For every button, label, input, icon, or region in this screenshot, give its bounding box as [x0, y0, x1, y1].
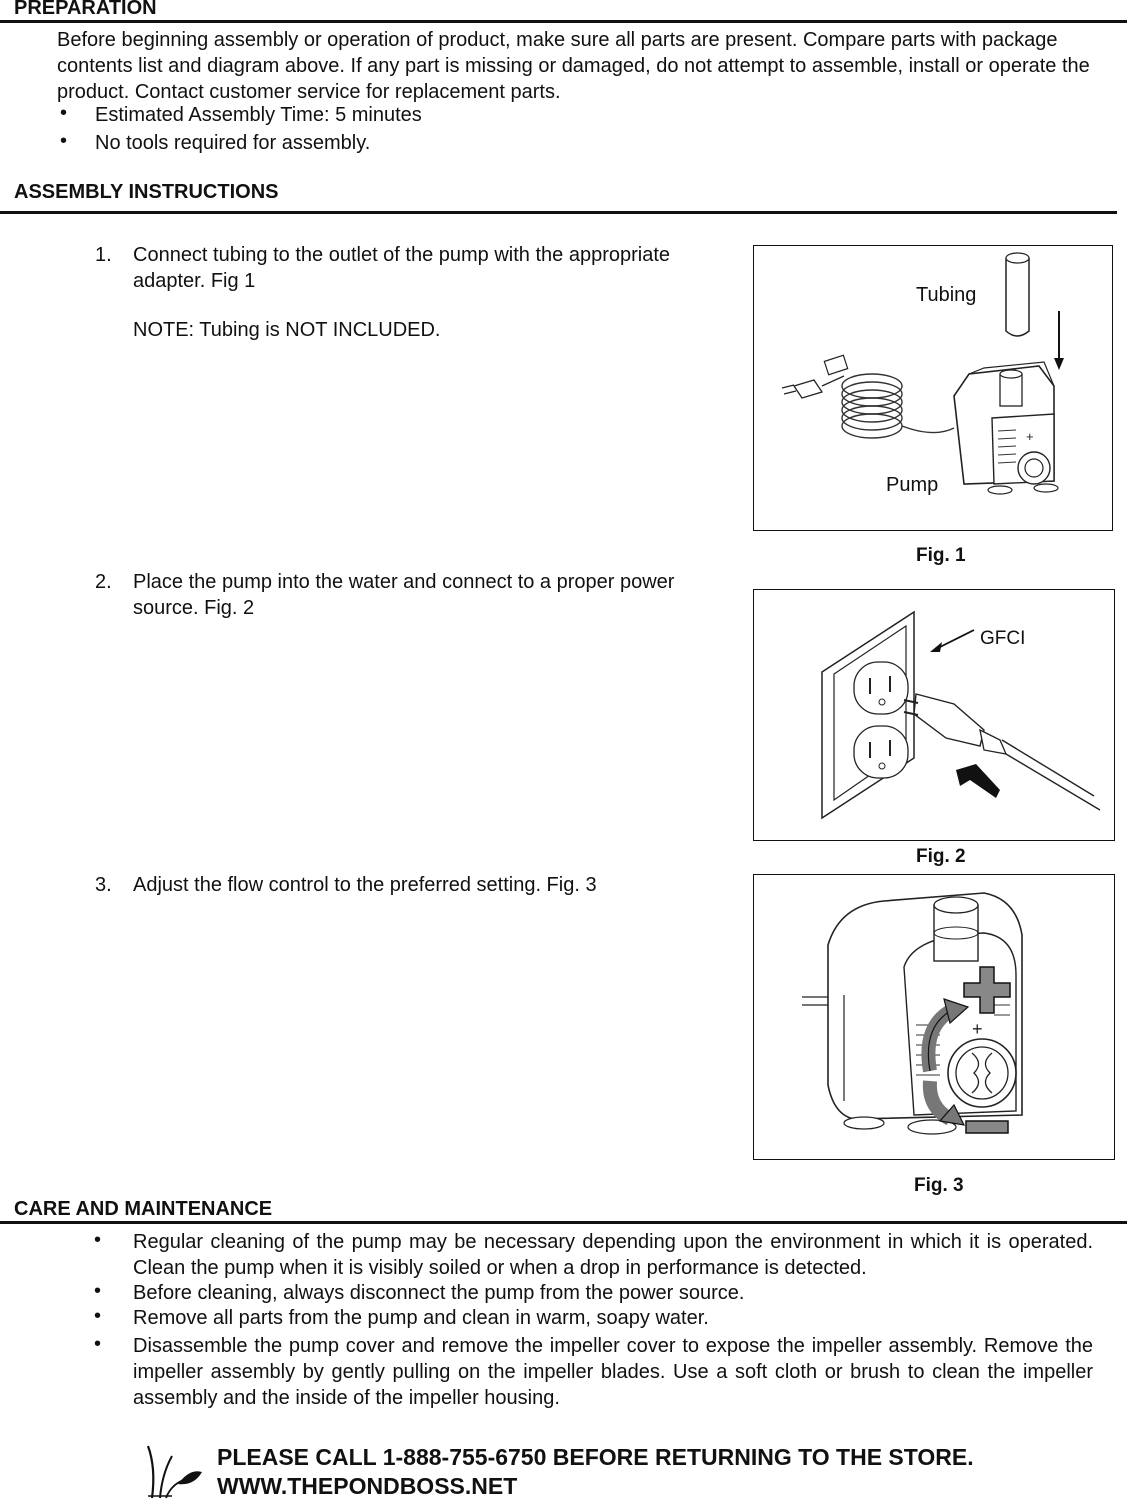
- pump-label: Pump: [886, 474, 938, 496]
- pump-tubing-illustration: + Tubing Pump: [781, 252, 1064, 496]
- figure-3: +: [753, 874, 1115, 1160]
- figure-1: + Tubing Pump: [753, 245, 1113, 531]
- figure-1-caption: Fig. 1: [916, 545, 966, 566]
- gfci-label: GFCI: [980, 628, 1025, 649]
- footer-website-link[interactable]: WWW.THEPONDBOSS.NET: [217, 1473, 518, 1499]
- figure-2-caption: Fig. 2: [916, 846, 966, 867]
- preparation-bullet: No tools required for assembly.: [95, 132, 371, 154]
- figure-2: GFCI: [753, 589, 1115, 841]
- bullet-marker: •: [94, 1333, 102, 1355]
- step-number: 3.: [95, 874, 112, 896]
- assembly-heading: ASSEMBLY INSTRUCTIONS: [14, 181, 279, 203]
- figure-3-caption: Fig. 3: [914, 1175, 964, 1196]
- preparation-rule: [0, 20, 1127, 23]
- step-number: 1.: [95, 244, 112, 266]
- step-note: NOTE: Tubing is NOT INCLUDED.: [133, 319, 441, 341]
- tubing-label: Tubing: [916, 284, 976, 306]
- care-bullet: Remove all parts from the pump and clean…: [133, 1307, 709, 1329]
- care-heading: CARE AND MAINTENANCE: [14, 1198, 273, 1220]
- care-rule: [0, 1221, 1127, 1224]
- preparation-heading: PREPARATION: [14, 0, 157, 19]
- gfci-outlet-illustration: GFCI: [821, 610, 1101, 820]
- bullet-marker: •: [94, 1280, 102, 1302]
- care-bullet: Regular cleaning of the pump may be nece…: [133, 1231, 1093, 1279]
- step-text: Adjust the flow control to the preferred…: [133, 874, 597, 896]
- bullet-marker: •: [60, 130, 68, 152]
- assembly-rule: [0, 211, 1117, 214]
- bullet-marker: •: [60, 102, 68, 124]
- svg-text:+: +: [972, 1019, 983, 1039]
- pondboss-logo-icon: [142, 1438, 204, 1500]
- bullet-marker: •: [94, 1305, 102, 1327]
- step-text: Place the pump into the water and connec…: [133, 571, 675, 619]
- step-number: 2.: [95, 571, 112, 593]
- preparation-intro: Before beginning assembly or operation o…: [57, 29, 1090, 103]
- preparation-bullet: Estimated Assembly Time: 5 minutes: [95, 104, 422, 126]
- svg-text:+: +: [1026, 429, 1034, 444]
- care-bullet: Disassemble the pump cover and remove th…: [133, 1335, 1093, 1409]
- footer-phone-line: PLEASE CALL 1-888-755-6750 BEFORE RETURN…: [217, 1444, 974, 1470]
- step-text: Connect tubing to the outlet of the pump…: [133, 244, 671, 292]
- care-bullet: Before cleaning, always disconnect the p…: [133, 1282, 745, 1304]
- bullet-marker: •: [94, 1229, 102, 1251]
- flow-control-illustration: +: [802, 892, 1023, 1135]
